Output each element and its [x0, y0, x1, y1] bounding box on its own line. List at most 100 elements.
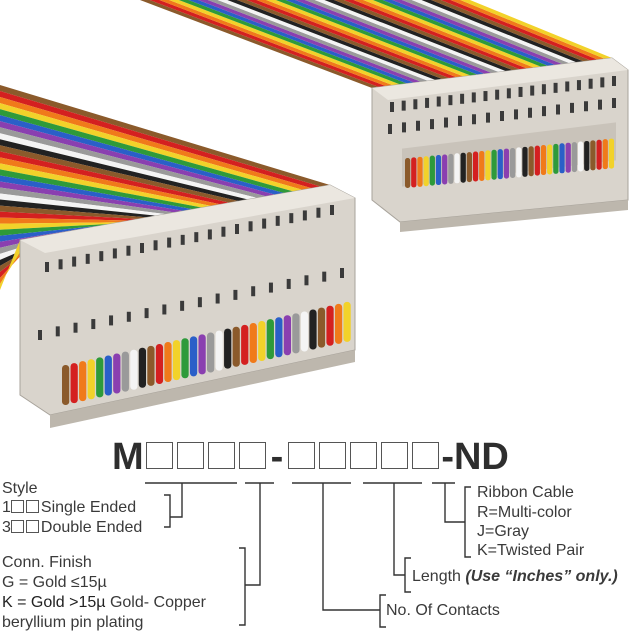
cable-wire [0, 169, 203, 210]
lower-ribbon-cable [0, 85, 330, 290]
wire-end [466, 152, 473, 183]
wire-end [87, 359, 95, 400]
wire-end [460, 152, 466, 183]
wire-end [528, 146, 534, 177]
connector-slot [112, 248, 117, 259]
connector-slot [401, 100, 406, 111]
wire-end [96, 357, 104, 398]
part-code-box [238, 442, 266, 469]
cable-wire [0, 157, 221, 207]
part-number-template: M - -ND [112, 436, 509, 479]
part-code-box [288, 442, 316, 469]
cable-wire [334, 0, 521, 71]
part-code-box [207, 442, 235, 469]
part-boxes-group-1 [144, 436, 268, 479]
wire-end [485, 150, 491, 181]
cable-wire [0, 163, 212, 208]
wire-end [602, 139, 608, 170]
part-separator: - [270, 436, 284, 478]
connector-slot [416, 120, 420, 131]
wire-end [590, 140, 596, 171]
cable-wire [0, 127, 267, 198]
cable-wire [237, 0, 450, 80]
wire-end [309, 309, 317, 350]
finish-gold-high: K = Gold >15µ Gold- Copper [2, 594, 207, 611]
connector-slot [506, 88, 511, 99]
cable-wire [169, 0, 401, 86]
connector-slot [221, 226, 226, 237]
wire-end [207, 332, 215, 373]
finish-plating: beryllium pin plating [2, 614, 144, 631]
cable-wire [0, 199, 157, 218]
right-connector [371, 57, 629, 232]
connector-slot [153, 240, 158, 251]
cable-wire [0, 175, 194, 211]
connector-slot [612, 76, 616, 86]
cable-wire [0, 145, 239, 203]
connector-slot [38, 330, 42, 340]
wire-end [565, 142, 571, 173]
connector-slot [180, 300, 185, 311]
connector-slot [316, 207, 321, 218]
wire-end [571, 142, 578, 173]
wire-end [540, 145, 547, 176]
connector-slot [91, 319, 96, 330]
cable-wire [460, 0, 612, 59]
connector-slot [85, 253, 90, 264]
connector-slot [471, 92, 476, 103]
wire-end [423, 156, 429, 187]
connector-slot [58, 259, 63, 270]
wire-end [138, 347, 147, 388]
connector-slots [38, 76, 616, 340]
finish-gold-low: G = Gold ≤15µ [2, 574, 107, 591]
cable-wire [246, 0, 457, 79]
wire-end [448, 153, 454, 184]
wire-end [522, 146, 528, 177]
connector-slot [275, 215, 280, 226]
cable-wire [0, 222, 121, 230]
connector-slot [612, 98, 616, 108]
wire-end [326, 305, 334, 346]
part-code-box [319, 442, 347, 469]
ribbon-option-multicolor: R=Multi-color [477, 504, 572, 521]
cable-wire [140, 0, 380, 88]
connector-slot [600, 77, 605, 88]
cable-wire [363, 0, 542, 68]
connector-slot [553, 82, 558, 93]
connector-slot [530, 85, 535, 96]
part-code-box [176, 442, 204, 469]
wire-end [317, 307, 326, 348]
wire-end [553, 143, 559, 174]
cable-wire [0, 97, 312, 190]
part-code-box [145, 442, 173, 469]
cable-wire [450, 0, 605, 60]
wire-end [249, 322, 257, 363]
connector-slot [565, 81, 570, 92]
wire-end [596, 139, 602, 170]
connector-slot [167, 237, 172, 248]
cable-wire [0, 211, 139, 221]
style-title: Style [2, 480, 38, 497]
wire-end [130, 349, 138, 390]
connector-slot [483, 91, 488, 102]
connector-slot [286, 278, 291, 289]
cable-wire [217, 0, 436, 81]
connector-slot [72, 256, 77, 267]
wire-end [411, 157, 417, 188]
wire-end [479, 150, 485, 181]
wire-end [189, 336, 198, 377]
wire-end [300, 311, 309, 352]
wire-end [547, 144, 553, 175]
cable-wire [0, 187, 175, 215]
wire-end [198, 334, 206, 375]
cable-wire [411, 0, 577, 64]
connector-slot [302, 210, 307, 221]
connector-slot [430, 119, 434, 130]
wire-end [577, 141, 584, 172]
connector-slot [413, 99, 418, 110]
connector-slot [304, 275, 309, 286]
cable-wire [207, 0, 429, 82]
wire-end [241, 324, 249, 365]
